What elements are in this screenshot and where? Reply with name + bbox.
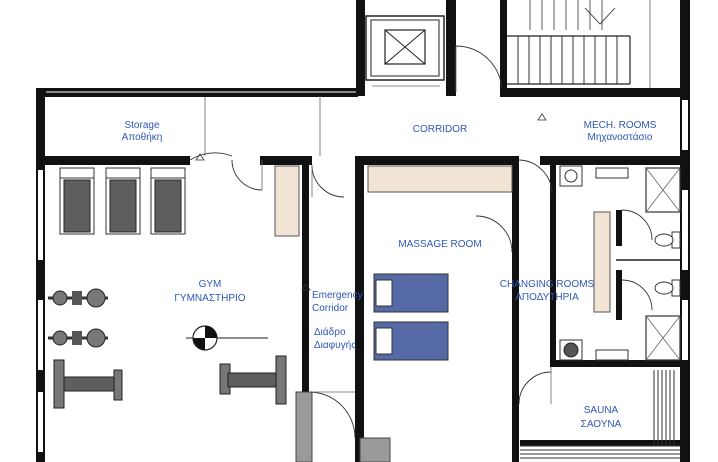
changing-label-gr: ΑΠΟΔΥΤΗΡΙΑ: [515, 292, 579, 303]
mech-label: MECH. ROOMS: [584, 120, 657, 131]
emergency-label-gr-1: Διάδρο: [314, 326, 346, 338]
gym-bench: [274, 165, 300, 237]
corridor-label: CORRIDOR: [413, 124, 467, 135]
massage-room: MASSAGE ROOM: [367, 165, 513, 361]
massage-bench: [367, 165, 513, 193]
emergency-label-gr-2: Διαφυγής: [314, 339, 356, 351]
stairs-icon: [517, 0, 618, 84]
massage-bed-icon: [373, 321, 449, 361]
annotation-marks: [195, 113, 547, 291]
changing-bench: [593, 211, 611, 313]
massage-label: MASSAGE ROOM: [398, 239, 481, 250]
treadmill-icon: [59, 167, 95, 235]
mech-label-gr: Μηχανοστάσιο: [588, 131, 653, 143]
toilet-icon: [654, 279, 681, 297]
sauna-bench-slats: [520, 370, 680, 459]
sink-icon: [559, 165, 583, 187]
section-marker-icon: [186, 325, 268, 351]
floor-drain-icon: [559, 339, 583, 361]
mech-room: MECH. ROOMS Μηχανοστάσιο: [584, 120, 657, 143]
gym-label: GYM: [199, 279, 222, 290]
weight-bench-icon: [53, 359, 123, 409]
sauna-label-gr: ΣΑΟΥΝΑ: [581, 419, 622, 430]
staircase: [500, 0, 690, 96]
treadmill-icon: [150, 167, 186, 235]
sauna-room: SAUNA ΣΑΟΥΝΑ: [518, 367, 680, 459]
treadmill-icon: [105, 167, 141, 235]
gym-label-gr: ΓΥΜΝΑΣΤΗΡΙΟ: [174, 293, 245, 304]
shower-icon: [645, 315, 681, 361]
exercise-bike-icon: [48, 288, 108, 308]
weight-bench-icon: [219, 355, 287, 405]
sauna-label: SAUNA: [584, 405, 619, 416]
storage-label-gr: Αποθήκη: [122, 131, 163, 143]
elevator-shaft: [356, 0, 456, 96]
storage-room: Storage Αποθήκη: [122, 120, 163, 143]
elevator-icon: [384, 29, 426, 65]
toilet-icon: [654, 231, 681, 249]
massage-bed-icon: [373, 273, 449, 313]
changing-rooms: CHANGING ROOMS ΑΠΟΔΥΤΗΡΙΑ: [500, 165, 681, 361]
gym-room: GYM ΓΥΜΝΑΣΤΗΡΙΟ: [48, 165, 300, 409]
emergency-corridor: Emergency Corridor Διάδρο Διαφυγής: [295, 290, 391, 462]
emergency-label-2: Corridor: [312, 303, 349, 314]
corridor-door-swing: [455, 45, 503, 93]
changing-label: CHANGING ROOMS: [500, 279, 595, 290]
storage-label: Storage: [124, 120, 159, 131]
exercise-bike-icon: [48, 328, 108, 348]
shower-icon: [645, 167, 681, 213]
walls: [36, 88, 690, 462]
corridor-room: CORRIDOR: [189, 96, 553, 198]
emergency-label-1: Emergency: [312, 290, 363, 301]
